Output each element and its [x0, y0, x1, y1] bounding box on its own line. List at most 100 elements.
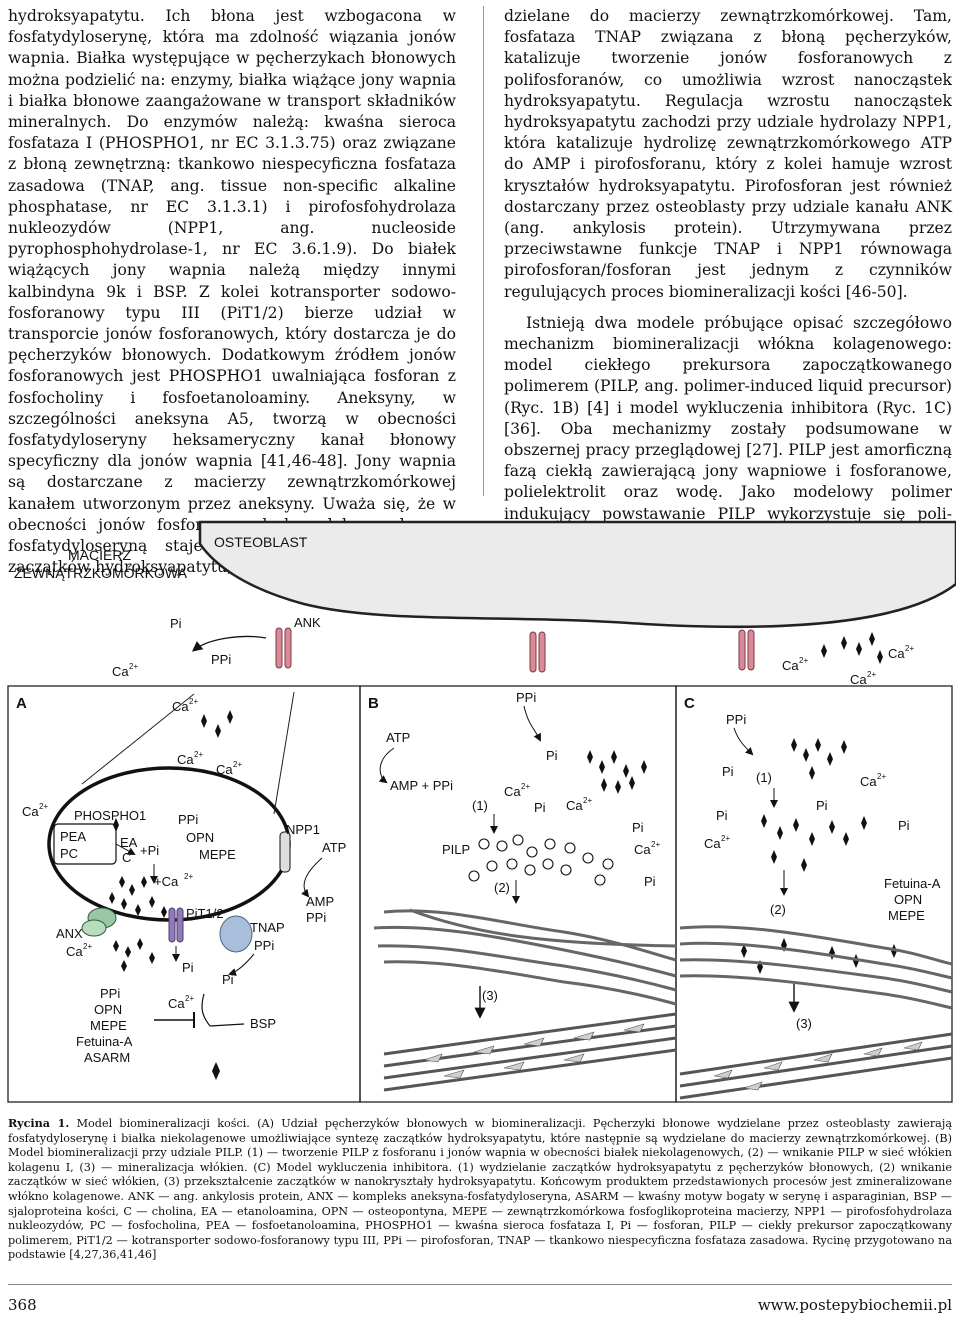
a-list-3: Fetuina-A	[76, 1034, 133, 1049]
label-top-ca-r1: Ca	[782, 658, 799, 673]
crystal-fill	[423, 1023, 645, 1079]
panel-a-label: A	[16, 695, 27, 712]
npp1-protein-icon	[279, 831, 291, 873]
matrix-vesicle	[47, 766, 291, 922]
a-atp: ATP	[322, 840, 346, 855]
b-pi-top: Pi	[546, 748, 558, 763]
crystal-icon	[109, 876, 167, 918]
c-fetuina: Fetuina-A	[884, 876, 941, 891]
b-pilp: PILP	[442, 842, 470, 857]
a-ppi: PPi	[178, 812, 198, 827]
caption-text: Model biomineralizacji kości. (A) Udział…	[8, 1117, 952, 1262]
sup: 2+	[905, 644, 914, 653]
c-pi3: Pi	[716, 808, 728, 823]
label-top-ank: ANK	[294, 615, 321, 630]
left-text-column: hydroksyapatytu. Ich błona jest wzbogaco…	[8, 6, 456, 578]
a-ca-mid2: Ca	[216, 762, 233, 777]
label-top-ca-r2: Ca	[888, 646, 905, 661]
figure-diagram: OSTEOBLAST MACIERZ ZEWNĄTRZKOMÓRKOWA Pi …	[7, 520, 958, 1103]
figure-biomineralization: OSTEOBLAST MACIERZ ZEWNĄTRZKOMÓRKOWA Pi …	[4, 514, 958, 1104]
a-list-0: PPi	[100, 986, 120, 1001]
label-macierz-1: MACIERZ	[68, 547, 131, 563]
c-step3: (3)	[796, 1016, 812, 1031]
ank-channel-icon	[275, 627, 755, 673]
label-macierz-2: ZEWNĄTRZKOMÓRKOWA	[14, 565, 188, 581]
footer-rule	[8, 1284, 952, 1285]
sup: 2+	[651, 840, 660, 849]
b-amp-ppi: AMP + PPi	[390, 778, 453, 793]
right-text-column: dzielane do macierzy zewnątrzkomórkowej.…	[504, 6, 952, 588]
a-tnap: TNAP	[250, 920, 285, 935]
label-top-pi: Pi	[170, 616, 182, 631]
sup: 2+	[185, 994, 194, 1003]
a-pi2: Pi	[222, 972, 234, 987]
a-anx: ANX	[56, 926, 83, 941]
crystal-icon	[741, 738, 897, 974]
sup: 2+	[521, 782, 530, 791]
b-pi-right: Pi	[632, 820, 644, 835]
c-mepe: MEPE	[888, 908, 925, 923]
sup: 2+	[799, 656, 808, 665]
c-opn: OPN	[894, 892, 922, 907]
collagen-fibers-c	[679, 925, 953, 1010]
label-top-ppi: PPi	[211, 652, 231, 667]
crystal-icon	[113, 710, 233, 832]
c-step2: (2)	[770, 902, 786, 917]
a-phospho1: PHOSPHO1	[74, 808, 146, 823]
a-bsp: BSP	[250, 1016, 276, 1031]
anx-complex-icon	[81, 907, 117, 937]
a-list-2: MEPE	[90, 1018, 127, 1033]
sup: 2+	[184, 872, 193, 881]
caption-lead: Rycina 1.	[8, 1116, 70, 1130]
collagen-fibers	[373, 908, 677, 1006]
sup: 2+	[877, 772, 886, 781]
b-step2: (2)	[494, 880, 510, 895]
b-step1: (1)	[472, 798, 488, 813]
label-top-ca-r3: Ca	[850, 672, 867, 687]
sup: 2+	[233, 760, 242, 769]
right-paragraph-1: dzielane do macierzy zewnątrzkomórkowej.…	[504, 7, 952, 301]
a-list-4: ASARM	[84, 1050, 130, 1065]
label-osteoblast: OSTEOBLAST	[214, 534, 308, 550]
a-ca-mid1: Ca	[177, 752, 194, 767]
a-pit12: PiT1/2	[186, 906, 224, 921]
c-step1: (1)	[756, 770, 772, 785]
sup: 2+	[83, 942, 92, 951]
panel-b-frame	[359, 685, 677, 1103]
c-pi4: Pi	[898, 818, 910, 833]
sup: 2+	[194, 750, 203, 759]
a-pi1: Pi	[182, 960, 194, 975]
b-ppi: PPi	[516, 690, 536, 705]
a-pea: PEA	[60, 829, 86, 844]
tnap-enzyme-icon	[219, 915, 253, 953]
b-pi-mid: Pi	[534, 800, 546, 815]
b-step3: (3)	[482, 988, 498, 1003]
column-divider	[483, 6, 484, 496]
sup: 2+	[189, 697, 198, 706]
sup: 2+	[129, 662, 138, 671]
a-ca-top: Ca	[172, 699, 189, 714]
mineralized-fibers-c	[679, 1032, 953, 1100]
site-url[interactable]: www.postepybiochemii.pl	[757, 1296, 952, 1314]
b-ca3: Ca	[634, 842, 651, 857]
mineralized-fibers	[383, 1012, 677, 1092]
page-number: 368	[8, 1296, 37, 1314]
a-mepe: MEPE	[199, 847, 236, 862]
panel-c-label: C	[684, 695, 695, 712]
sup: 2+	[583, 796, 592, 805]
c-pi2: Pi	[816, 798, 828, 813]
c-ppi: PPi	[726, 712, 746, 727]
a-ca-bottom: Ca	[168, 996, 185, 1011]
sup: 2+	[721, 834, 730, 843]
c-pi1: Pi	[722, 764, 734, 779]
c-ca1: Ca	[860, 774, 877, 789]
a-plus-ca: +Ca	[154, 874, 179, 889]
panel-c-frame	[675, 685, 953, 1103]
crystal-fill-c	[713, 1041, 923, 1091]
a-opn: OPN	[186, 830, 214, 845]
a-ca-anx: Ca	[66, 944, 83, 959]
a-ca-left: Ca	[22, 804, 39, 819]
b-ca1: Ca	[504, 784, 521, 799]
b-ca2: Ca	[566, 798, 583, 813]
a-list-1: OPN	[94, 1002, 122, 1017]
